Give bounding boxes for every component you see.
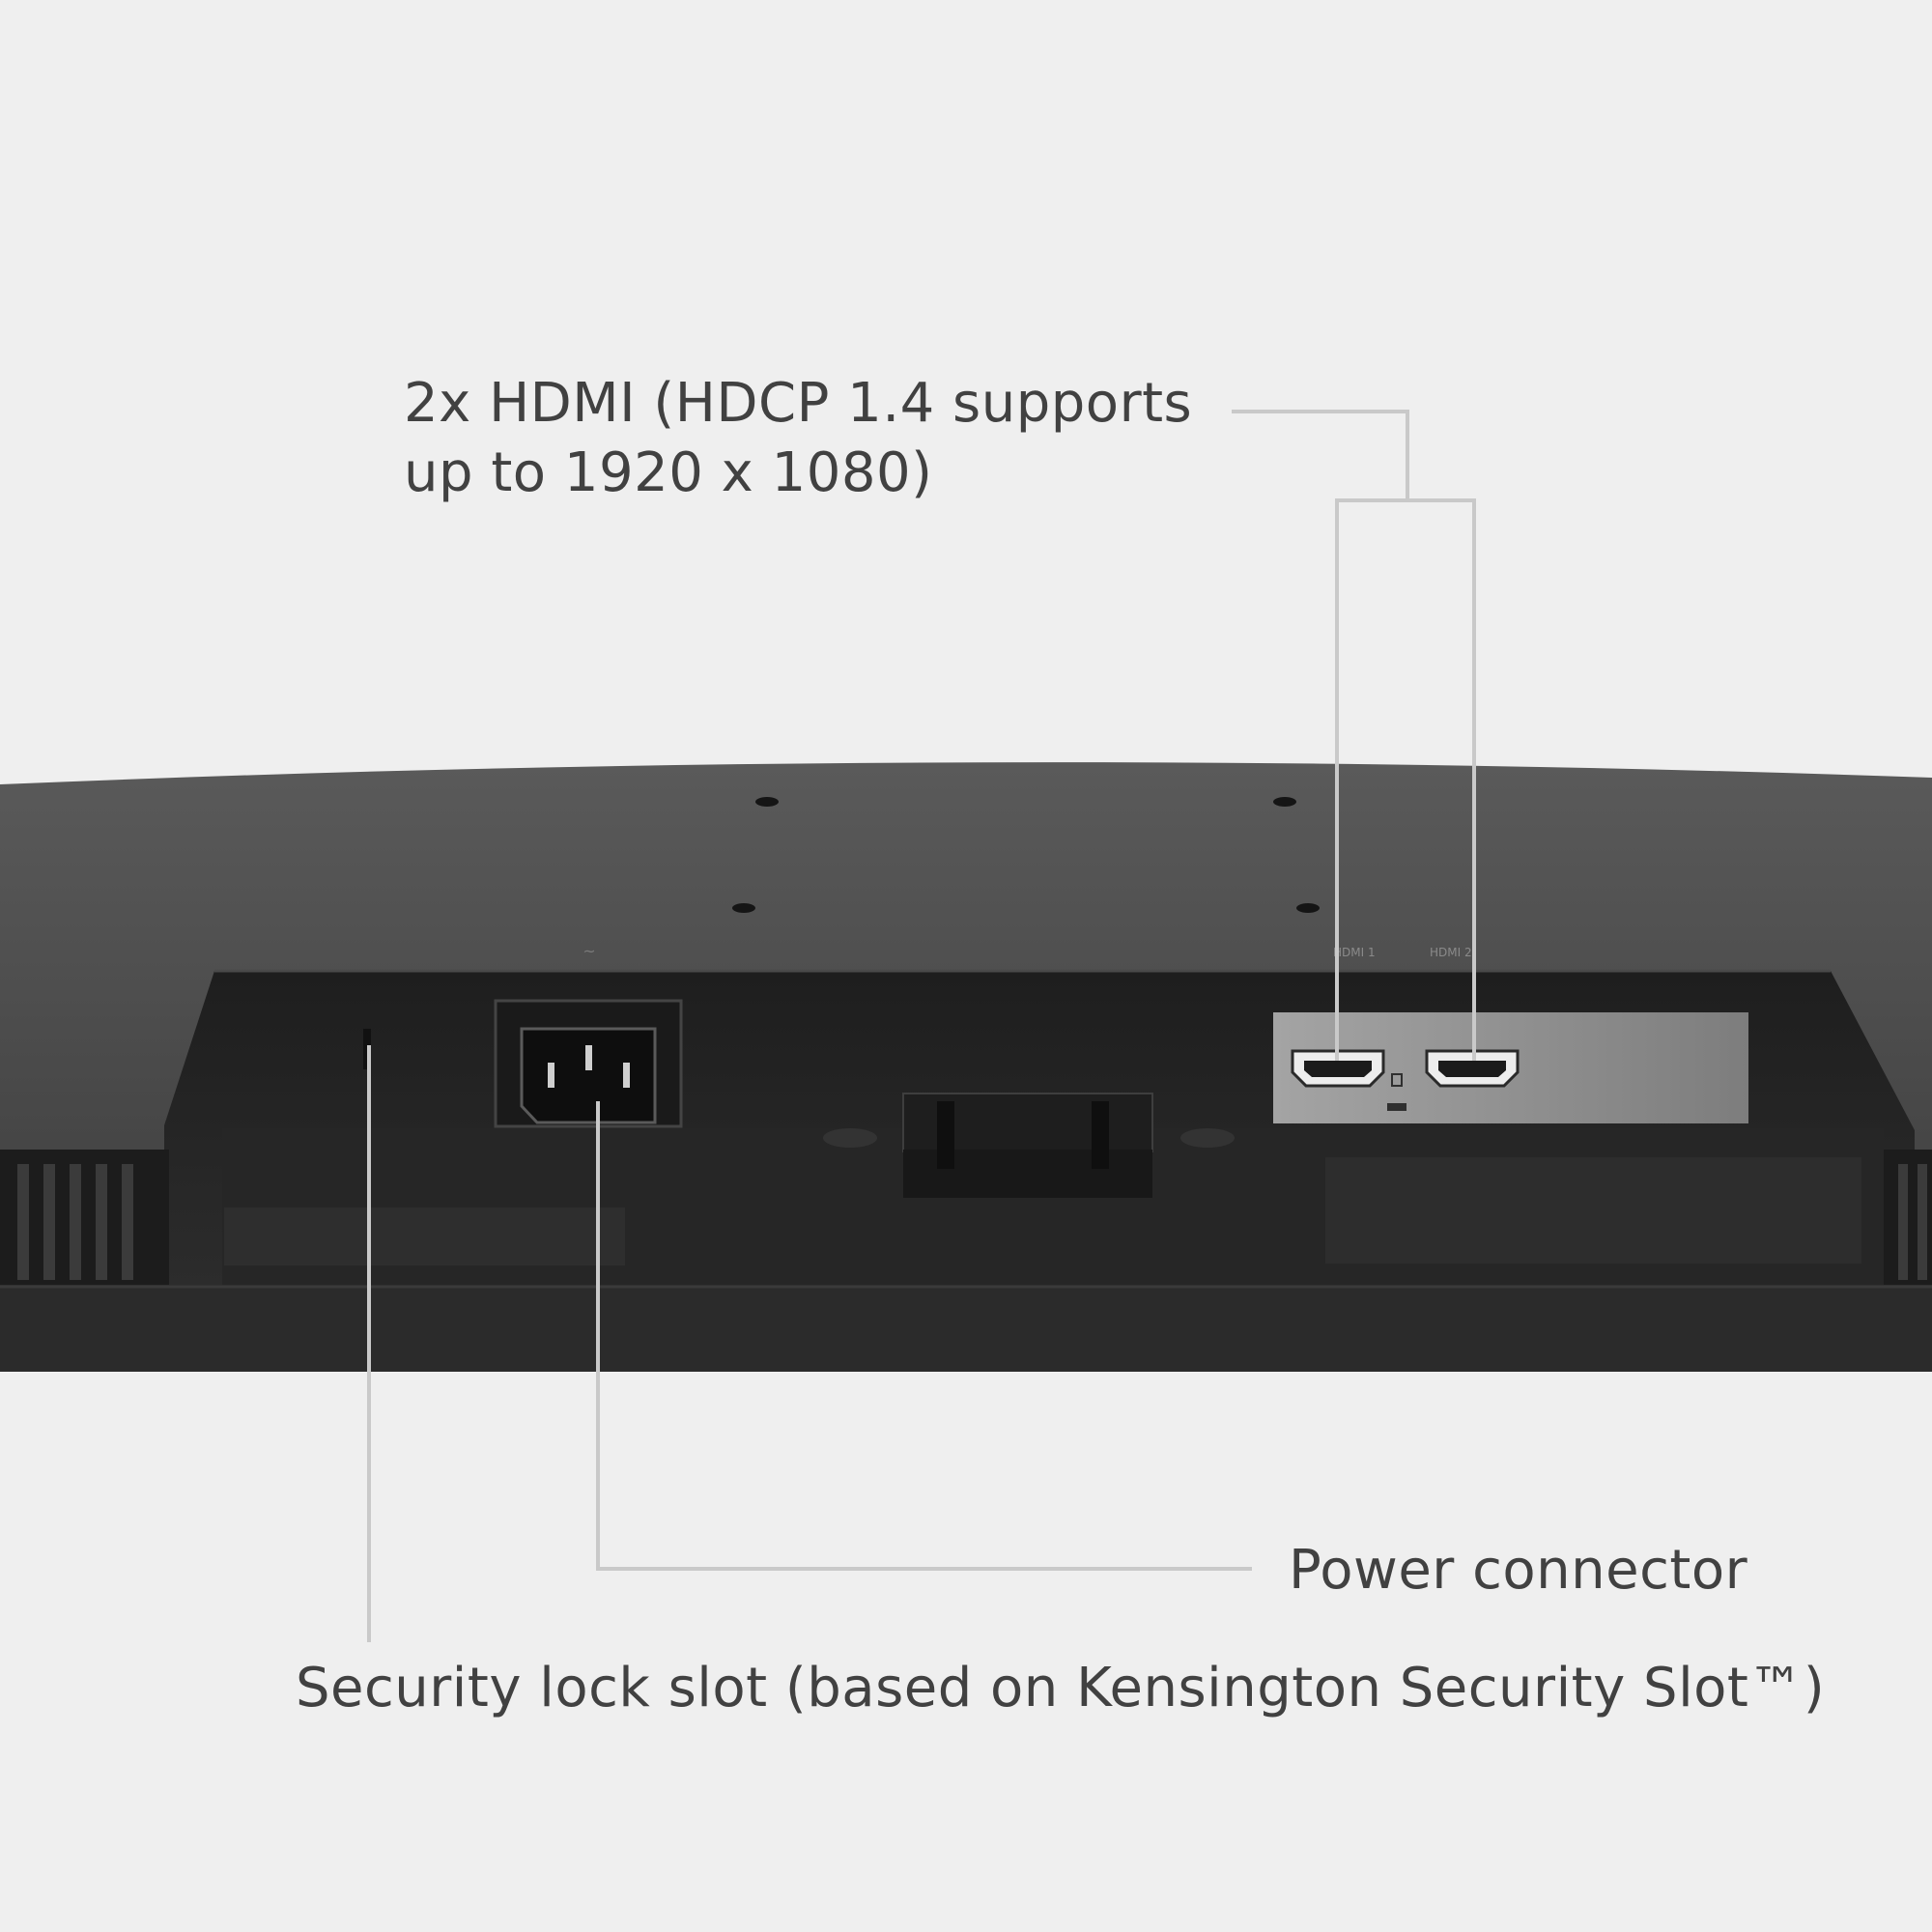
hdmi-callout-line-1: 2x HDMI (HDCP 1.4 supports [404, 372, 1193, 435]
hdmi-port-2 [1425, 1049, 1520, 1088]
svg-text:HDMI 2: HDMI 2 [1430, 946, 1472, 959]
vesa-mount-holes [732, 797, 1320, 913]
power-connector-label: Power connector [1289, 1539, 1748, 1602]
hdmi-callout: 2x HDMI (HDCP 1.4 supports up to 1920 x … [404, 369, 1192, 508]
power-connector-callout: Power connector [1289, 1536, 1747, 1605]
port-indicator [1391, 1073, 1403, 1087]
port-indicator-base [1387, 1103, 1406, 1111]
left-vents [0, 1150, 169, 1285]
hdmi-port-1 [1291, 1049, 1385, 1088]
security-lock-label: Security lock slot (based on Kensington … [296, 1657, 1826, 1719]
right-vents [1884, 1150, 1932, 1285]
svg-text:~: ~ [582, 942, 595, 960]
security-lock-callout: Security lock slot (based on Kensington … [296, 1654, 1825, 1723]
stand-bracket [823, 1093, 1235, 1198]
hdmi-leader-line [1232, 410, 1476, 1061]
svg-text:HDMI 1: HDMI 1 [1333, 946, 1376, 959]
power-connector: ~ [494, 942, 683, 1128]
power-leader-line [596, 1101, 1252, 1571]
hdmi-callout-line-2: up to 1920 x 1080) [404, 441, 933, 504]
